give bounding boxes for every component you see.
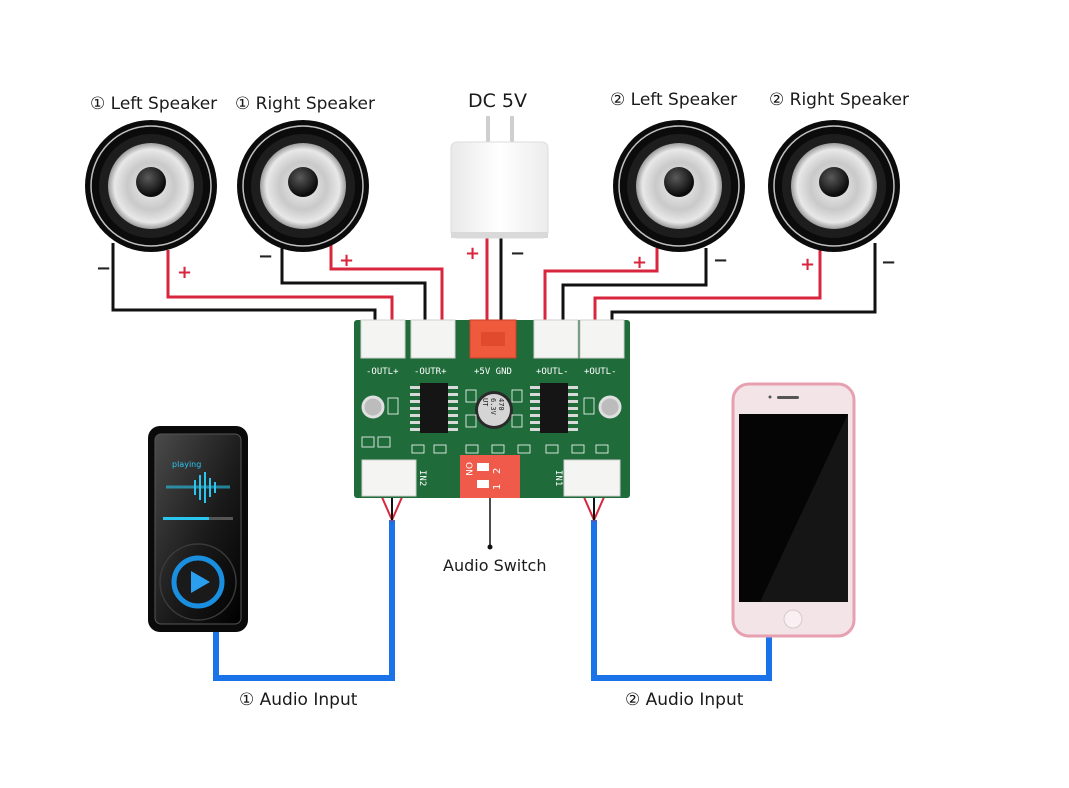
wire-2l-positive [543, 248, 659, 322]
connector-outl-2 [533, 319, 579, 359]
wire-2r-positive [593, 248, 822, 322]
amplifier-board: -OUTL+ -OUTR+ +5V GND +OUTL- +OUTL- [354, 319, 630, 498]
label-outl-1: -OUTL+ [366, 367, 399, 377]
sign-1r-minus: − [258, 246, 274, 267]
sign-power-plus: + [465, 243, 481, 264]
pcb-text: 470 [497, 398, 505, 411]
speaker-wires [111, 238, 877, 322]
wire-1r-positive [329, 245, 444, 322]
label-audio-input-1: ① Audio Input [239, 690, 358, 710]
audio-cable-2 [591, 520, 772, 681]
label-in1: IN1 [553, 470, 563, 486]
pcb-text: 2 [492, 468, 503, 474]
connector-power [469, 319, 517, 359]
ic-chip-left [410, 383, 458, 433]
label-power: DC 5V [468, 90, 528, 112]
label-in2: IN2 [417, 470, 427, 486]
label-outl-2: +OUTL- [536, 367, 569, 377]
pcb-text: 6.3V [489, 398, 497, 416]
pcb-text: ON [463, 462, 473, 476]
label-power: +5V GND [474, 367, 512, 377]
speaker-1-right [237, 120, 369, 252]
label-speaker-1-right: ① Right Speaker [235, 94, 375, 114]
speaker-1-left [85, 120, 217, 252]
power-adapter [450, 116, 549, 239]
speaker-2-right [768, 120, 900, 252]
sign-power-minus: − [510, 243, 526, 264]
connector-outl-3 [579, 319, 625, 359]
ic-chip-right [530, 383, 578, 433]
audio-switch-pointer [487, 498, 493, 550]
sign-2r-minus: − [881, 252, 897, 273]
dip-switch: ON 2 1 [460, 455, 520, 498]
sign-2l-minus: − [713, 250, 729, 271]
label-speaker-2-left: ② Left Speaker [610, 90, 738, 110]
connector-outl-1 [360, 319, 406, 359]
svg-text:playing: playing [172, 460, 201, 469]
label-outr-1: -OUTR+ [414, 367, 447, 377]
play-icon [191, 571, 210, 593]
label-audio-input-2: ② Audio Input [625, 690, 744, 710]
audio-cable-1 [213, 520, 395, 681]
sign-1l-minus: − [96, 258, 112, 279]
mp3-player: playing [148, 426, 248, 632]
sign-2r-plus: + [800, 254, 816, 275]
wire-1l-negative [111, 243, 377, 322]
sign-2l-plus: + [632, 252, 648, 273]
sign-1r-plus: + [339, 250, 355, 271]
label-speaker-2-right: ② Right Speaker [769, 90, 909, 110]
wire-2r-negative [610, 243, 877, 322]
connector-outr-1 [410, 319, 456, 359]
wire-2l-negative [561, 248, 708, 322]
phone [731, 382, 856, 638]
wire-1l-positive [166, 250, 394, 322]
pcb-text: 1 [492, 484, 503, 490]
home-button [783, 609, 803, 629]
label-speaker-1-left: ① Left Speaker [90, 94, 218, 114]
connector-in1 [563, 459, 621, 497]
label-audio-switch: Audio Switch [443, 556, 547, 575]
sign-1l-plus: + [177, 262, 193, 283]
speaker-2-left [613, 120, 745, 252]
capacitor: 470 6.3V UT [475, 391, 513, 429]
label-outl-3: +OUTL- [584, 367, 617, 377]
pcb-text: UT [481, 398, 489, 407]
connector-in2 [361, 459, 417, 497]
wire-1r-negative [280, 248, 427, 322]
audio-cables [213, 487, 772, 681]
